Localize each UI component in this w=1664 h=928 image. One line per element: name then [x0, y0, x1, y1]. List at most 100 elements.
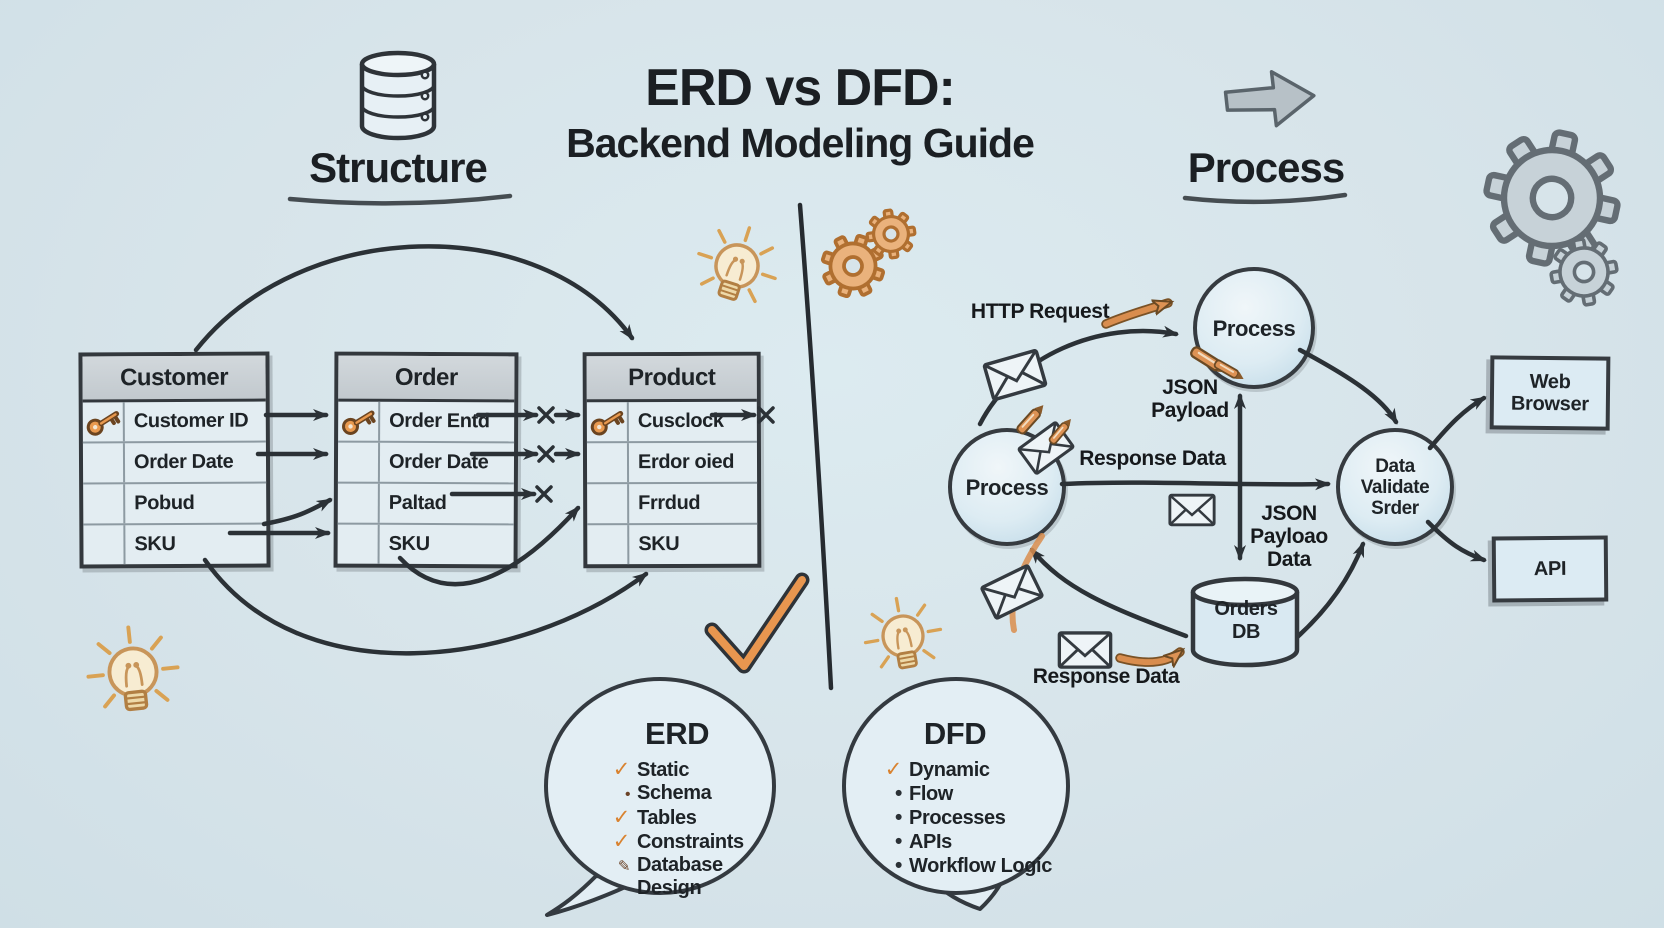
- node-label-line: Validate: [1360, 476, 1430, 498]
- dfd-node-api: API: [1491, 535, 1609, 603]
- envelope-icon: [979, 563, 1045, 621]
- gear-icon: [1474, 120, 1630, 312]
- bubble-item-text: Processes: [909, 807, 1006, 829]
- field-name: SKU: [638, 532, 680, 556]
- page-title: ERD vs DFD: Backend Modeling Guide: [470, 58, 1130, 167]
- table-row: Erdor oied: [586, 440, 758, 483]
- bubble-item: • Workflow Logic: [850, 854, 1060, 878]
- key-cell: [586, 443, 630, 483]
- bubble-item: ✓ Constraints: [572, 830, 782, 854]
- dfd-node-data-validate: Data Validate Srder: [1336, 428, 1454, 546]
- label-json-payload-data: JSON Payloao Data: [1233, 502, 1345, 571]
- bubble-item-text: Schema: [637, 782, 712, 804]
- label-line: Payload: [1151, 399, 1229, 422]
- center-divider: [797, 202, 834, 691]
- bubble-item: • Schema: [572, 782, 782, 806]
- bubble-item-text: APIs: [909, 831, 952, 853]
- bubble-item-text: Tables: [637, 807, 697, 829]
- bubble-item-text: Workflow Logic: [909, 855, 1052, 877]
- lightbulb-icon: [857, 590, 948, 676]
- table-row: Paltad: [337, 481, 514, 524]
- label-response-data-top: Response Data: [1079, 447, 1226, 470]
- bubble-item-text: Static: [637, 759, 690, 781]
- field-name: Erdor oied: [637, 450, 735, 474]
- bubble-item: ✓ Tables: [572, 806, 782, 830]
- table-row: Frrdud: [587, 481, 758, 524]
- bubble-item-text: Flow: [909, 783, 953, 805]
- envelope-icon: [1057, 631, 1113, 669]
- dfd-node-web-browser: Web Browser: [1489, 355, 1611, 431]
- primary-key-icon: [87, 410, 119, 434]
- bullet-icon: •: [895, 806, 902, 829]
- key-cell: [586, 402, 629, 442]
- bubble-item: ✓ Static: [572, 758, 782, 782]
- table-row: Order Entd: [338, 401, 514, 442]
- node-label-line: Browser: [1510, 392, 1589, 416]
- field-name: Order Entd: [389, 409, 490, 433]
- table-row: SKU: [337, 522, 514, 565]
- field-name: Paltad: [388, 491, 447, 515]
- field-name: Cusclock: [637, 409, 724, 433]
- pencil-icon: ✎: [617, 858, 631, 875]
- bubble-item: • Processes: [850, 806, 1060, 830]
- structure-underline: [287, 193, 513, 206]
- check-icon: ✓: [612, 830, 631, 853]
- bubble-item-text: Database Design: [637, 854, 723, 899]
- bubble-item-text: Constraints: [637, 831, 744, 853]
- label-json-payload: JSON Payload: [1130, 376, 1250, 422]
- table-row: SKU: [83, 522, 267, 565]
- table-row: Cusclock: [586, 402, 757, 442]
- bullet-icon: •: [895, 854, 902, 877]
- dfd-node-orders-db-label: Orders DB: [1193, 598, 1299, 644]
- key-cell: [82, 443, 126, 483]
- key-cell: [338, 401, 381, 441]
- dfd-node-process-top: Process: [1193, 267, 1315, 389]
- erd-bubble-content: ERD ✓ Static • Schema ✓ Tables ✓ Constra…: [572, 716, 782, 900]
- key-cell: [337, 483, 380, 523]
- node-label-line: DB: [1231, 621, 1261, 643]
- title-line-2: Backend Modeling Guide: [566, 120, 1035, 166]
- node-label-line: Orders: [1214, 598, 1278, 620]
- table-title: Order: [338, 355, 515, 403]
- process-underline: [1182, 192, 1348, 205]
- label-line: Payloao: [1250, 525, 1328, 548]
- field-name: Order Date: [133, 450, 234, 474]
- field-name: SKU: [388, 532, 430, 556]
- bullet-icon: •: [895, 830, 902, 853]
- table-title: Customer: [82, 355, 266, 403]
- node-label: API: [1533, 557, 1567, 581]
- field-name: Frrdud: [638, 491, 701, 515]
- key-cell: [587, 484, 630, 524]
- database-icon: [359, 50, 437, 141]
- node-label: Process: [1212, 315, 1296, 341]
- key-cell: [337, 442, 381, 482]
- key-cell: [82, 402, 125, 442]
- bubble-item: • APIs: [850, 830, 1060, 854]
- bubble-item: ✎ Database Design: [572, 854, 782, 900]
- bubble-title: ERD: [645, 716, 709, 751]
- title-line-1: ERD vs DFD:: [645, 59, 956, 117]
- check-icon: ✓: [612, 758, 631, 781]
- envelope-icon: [1168, 493, 1216, 527]
- erd-table-customer: Customer Customer ID Order Date Pobud SK…: [78, 351, 271, 569]
- field-name: Customer ID: [133, 409, 249, 433]
- check-icon: ✓: [884, 758, 903, 781]
- structure-heading: Structure: [309, 144, 488, 191]
- key-cell: [83, 525, 126, 565]
- checkmark-icon: [704, 572, 810, 674]
- lightbulb-icon: [81, 620, 184, 716]
- bullet-icon: •: [895, 782, 902, 805]
- key-cell: [337, 524, 380, 564]
- dfd-node-process-left: Process: [948, 428, 1066, 546]
- key-cell: [587, 525, 630, 565]
- bubble-item: ✓ Dynamic: [850, 758, 1060, 782]
- bullet-icon: •: [625, 786, 630, 803]
- label-line: JSON: [1261, 502, 1317, 525]
- table-row: Pobud: [83, 481, 267, 524]
- field-name: Order Date: [388, 450, 489, 474]
- table-row: Order Date: [337, 440, 515, 483]
- label-line: JSON: [1162, 376, 1218, 399]
- erd-table-product: Product Cusclock Erdor oied Frrdud SKU: [582, 351, 762, 569]
- bubble-title: DFD: [923, 716, 987, 751]
